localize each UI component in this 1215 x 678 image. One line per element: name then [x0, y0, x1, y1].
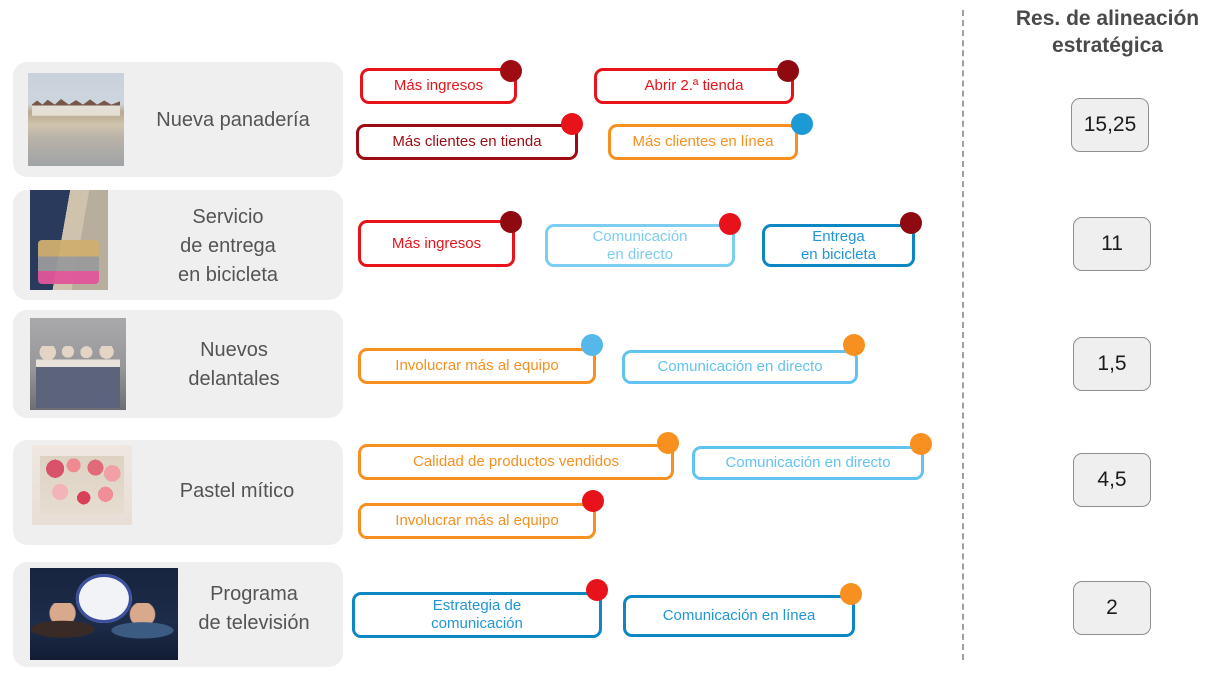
pill-text: Comunicación en línea [662, 607, 816, 624]
objective-pill-mas-clientes-en-linea[interactable]: Más clientes en línea [608, 124, 798, 160]
objective-pill-mas-clientes-en-tienda[interactable]: Más clientes en tienda [356, 124, 578, 160]
score-value: 11 [1101, 232, 1123, 255]
status-dot-red [586, 579, 608, 601]
thumbnail-cake-30-photo [32, 445, 132, 525]
pill-text: Comunicación en directo [657, 358, 823, 375]
project-label-line: Servicio [192, 206, 264, 228]
pill-text: Más clientes en tienda [392, 133, 542, 150]
objective-pill-abrir-segunda-tienda[interactable]: Abrir 2.ª tienda [594, 68, 794, 104]
project-label-line: de televisión [198, 612, 310, 634]
status-dot-dark-red [777, 60, 799, 82]
objective-pill-mas-ingresos-r1[interactable]: Más ingresos [360, 68, 517, 104]
objective-pill-calidad-productos[interactable]: Calidad de productos vendidos [358, 444, 674, 480]
objective-pill-comunicacion-en-directo-r2[interactable]: Comunicación en directo [545, 224, 735, 267]
status-dot-red [561, 113, 583, 135]
pill-text: Abrir 2.ª tienda [644, 77, 744, 94]
project-label-line: delantales [188, 368, 280, 390]
score-value: 15,25 [1083, 113, 1137, 136]
status-dot-orange [657, 432, 679, 454]
pill-text-block: Estrategia de comunicación [431, 597, 523, 633]
status-dot-dark-red [900, 212, 922, 234]
pill-text: comunicación [431, 615, 523, 632]
vertical-dashed-divider [962, 10, 964, 660]
project-label-servicio-entrega: Servicio de entrega en bicicleta [120, 203, 336, 290]
pill-text-block: Comunicación en directo [592, 228, 687, 264]
status-dot-blue [791, 113, 813, 135]
project-label-nuevos-delantales: Nuevos delantales [132, 336, 336, 394]
pill-text: Más clientes en línea [632, 133, 774, 150]
objective-pill-involucrar-equipo-r4[interactable]: Involucrar más al equipo [358, 503, 596, 539]
score-box-servicio-entrega: 11 [1073, 217, 1151, 271]
objective-pill-entrega-en-bicicleta[interactable]: Entrega en bicicleta [762, 224, 915, 267]
status-dot-red [582, 490, 604, 512]
project-label-pastel-mitico: Pastel mítico [138, 477, 336, 506]
objective-pill-involucrar-equipo-r3[interactable]: Involucrar más al equipo [358, 348, 596, 384]
pill-text: en bicicleta [800, 245, 877, 263]
status-dot-dark-red [500, 211, 522, 233]
status-dot-orange [840, 583, 862, 605]
pill-text: Entrega [812, 227, 865, 245]
project-label-line: de entrega [180, 235, 276, 257]
pill-text: Más ingresos [393, 77, 484, 94]
score-box-nueva-panaderia: 15,25 [1071, 98, 1149, 152]
project-label-line: en bicicleta [177, 264, 279, 286]
project-label-programa-television: Programa de televisión [172, 580, 336, 638]
status-dot-dark-red [500, 60, 522, 82]
project-label-line: Nueva panadería [156, 109, 310, 131]
score-column-title: Res. de alineación estratégica [990, 5, 1215, 59]
score-value: 1,5 [1097, 352, 1127, 375]
score-column-title-line: Res. de alineación [1015, 7, 1200, 30]
objective-pill-comunicacion-en-linea[interactable]: Comunicación en línea [623, 595, 855, 637]
objective-pill-comunicacion-en-directo-r4[interactable]: Comunicación en directo [692, 446, 924, 480]
pill-text: Comunicación [592, 227, 688, 245]
status-dot-blue [581, 334, 603, 356]
status-dot-orange [843, 334, 865, 356]
pill-text: Comunicación en directo [725, 454, 891, 471]
pill-text: Calidad de productos vendidos [413, 453, 619, 470]
project-label-line: Pastel mítico [179, 480, 295, 502]
objective-pill-comunicacion-en-directo-r3[interactable]: Comunicación en directo [622, 350, 858, 384]
objective-pill-estrategia-comunicacion[interactable]: Estrategia de comunicación [352, 592, 602, 638]
pill-text: Estrategia de [432, 597, 522, 614]
objective-pill-mas-ingresos-r2[interactable]: Más ingresos [358, 220, 515, 267]
score-box-pastel-mitico: 4,5 [1073, 453, 1151, 507]
score-box-programa-television: 2 [1073, 581, 1151, 635]
score-value: 2 [1106, 596, 1118, 619]
score-box-nuevos-delantales: 1,5 [1073, 337, 1151, 391]
pill-text: Involucrar más al equipo [395, 357, 559, 374]
pill-text-block: Entrega en bicicleta [801, 228, 876, 264]
project-label-line: Nuevos [200, 339, 268, 361]
status-dot-red [719, 213, 741, 235]
pill-text: Más ingresos [391, 234, 482, 252]
thumbnail-team-aprons-photo [30, 318, 126, 410]
pill-text: Involucrar más al equipo [395, 512, 559, 529]
tv-show-logo-badge [75, 573, 133, 624]
project-label-nueva-panaderia: Nueva panadería [130, 106, 336, 135]
project-label-line: Programa [210, 583, 298, 605]
score-value: 4,5 [1097, 468, 1127, 491]
thumbnail-tv-show-photo [30, 568, 178, 660]
status-dot-orange [910, 433, 932, 455]
score-column-title-line: estratégica [1052, 34, 1163, 57]
thumbnail-bike-delivery-photo [30, 190, 108, 290]
pill-text: en directo [607, 245, 673, 263]
thumbnail-beach-photo [28, 73, 124, 166]
